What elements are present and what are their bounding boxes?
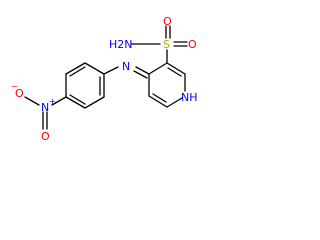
bond-c5p-c6p xyxy=(65,62,86,75)
atom-labels: H2N S O O N NH N + O − O xyxy=(11,15,198,143)
bond-nitro-o-minus xyxy=(24,96,40,106)
bond-c4-n-b xyxy=(133,70,148,79)
sulfonyl-s-label: S xyxy=(163,38,170,51)
bond-c3-c2-inner xyxy=(167,67,182,77)
bond-c2p-c3p xyxy=(84,96,105,109)
bond-c4-c3 xyxy=(148,62,168,75)
sulfonamide-nh2-label: H2N xyxy=(109,38,133,51)
chemical-structure: H2N S O O N NH N + O − O xyxy=(11,15,198,143)
ring-nh-label: NH xyxy=(181,91,198,104)
bond-c6-c5-inner xyxy=(152,93,167,103)
bond-c5p-c6p-inner xyxy=(69,66,86,77)
nitro-n-label: N xyxy=(41,101,49,114)
nitro-o-minus-charge: − xyxy=(11,82,18,91)
sulfonyl-o-right-label: O xyxy=(188,38,197,51)
sulfonyl-o-top-label: O xyxy=(163,15,172,28)
bonds xyxy=(24,25,188,130)
nitro-n-charge: + xyxy=(49,97,56,106)
bond-c6p-c1p xyxy=(84,62,105,75)
bond-c4-n-a xyxy=(135,66,150,75)
nitro-o-label: O xyxy=(41,130,50,143)
bond-n-c1p xyxy=(103,66,119,75)
bond-c3p-c4p-inner xyxy=(69,94,86,105)
amine-n-label: N xyxy=(122,60,130,73)
bond-c6-c5 xyxy=(148,95,168,108)
bond-c4p-nitro xyxy=(51,96,67,106)
nitro-o-minus-label: O xyxy=(15,87,24,100)
bond-c3-c2 xyxy=(166,62,186,75)
bond-n1-c6 xyxy=(166,97,183,108)
bond-c3p-c4p xyxy=(65,96,86,109)
